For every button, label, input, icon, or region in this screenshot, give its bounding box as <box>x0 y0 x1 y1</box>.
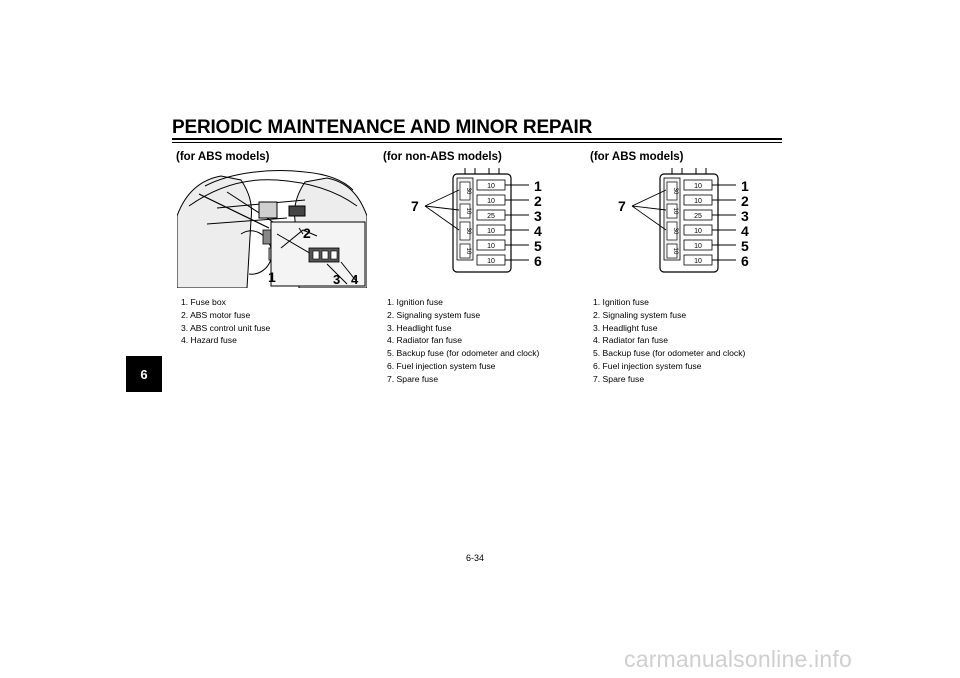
figure1-callout-3: 3 <box>333 272 340 287</box>
legend-list-abs-fusebox: 1. Ignition fuse 2. Signaling system fus… <box>593 296 745 386</box>
legend-item: 1. Ignition fuse <box>593 297 649 307</box>
fuse-callout-3: 3 <box>741 208 749 224</box>
fuse-callout-1: 1 <box>741 178 749 194</box>
spare-fuse-rating: 30 <box>465 228 471 235</box>
fuse-rating-4: 10 <box>487 228 495 235</box>
legend-item: 5. Backup fuse (for odometer and clock) <box>593 348 746 359</box>
fuse-callout-7: 7 <box>618 198 626 214</box>
fuse-callout-5: 5 <box>741 238 749 254</box>
fuse-rating-2: 10 <box>487 198 495 205</box>
chapter-tab[interactable]: 6 <box>126 356 162 392</box>
fuse-rating-4: 10 <box>694 228 702 235</box>
column-heading-abs-location: (for ABS models) <box>176 151 270 163</box>
page-number: 6-34 <box>466 553 485 563</box>
spare-fuse-rating: 10 <box>672 208 678 215</box>
figure1-callout-2: 2 <box>303 225 311 241</box>
legend-item: 7. Spare fuse <box>593 373 645 384</box>
fuse-rating-3: 25 <box>487 213 495 220</box>
fuse-callout-2: 2 <box>741 193 749 209</box>
figure1-callout-4: 4 <box>351 272 359 287</box>
fuse-callout-2: 2 <box>534 193 542 209</box>
fuse-callout-4: 4 <box>741 223 749 239</box>
fuse-callout-5: 5 <box>534 238 542 254</box>
spare-fuse-rating: 10 <box>465 248 471 255</box>
fuse-callout-6: 6 <box>741 253 749 269</box>
fuse-box-diagram-non-abs: 30 10 30 10 10 10 25 10 10 10 1 2 3 4 5 … <box>411 168 542 273</box>
fuse-rating-6: 10 <box>487 258 495 265</box>
legend-item: 2. Signaling system fuse <box>593 309 687 320</box>
header-rule <box>172 138 782 140</box>
spare-fuse-rating: 30 <box>672 228 678 235</box>
legend-item: 1. Ignition fuse <box>387 297 443 307</box>
legend-item: 1. Fuse box <box>181 297 226 307</box>
legend-item: 2. Signaling system fuse <box>387 309 481 320</box>
legend-list-non-abs: 1. Ignition fuse 2. Signaling system fus… <box>387 296 539 386</box>
legend-item: 3. Headlight fuse <box>387 322 452 333</box>
fuse-rating-5: 10 <box>694 243 702 250</box>
fuse-rating-5: 10 <box>487 243 495 250</box>
column-heading-non-abs: (for non-ABS models) <box>383 151 502 163</box>
fuse-callout-6: 6 <box>534 253 542 269</box>
fuse-callout-7: 7 <box>411 198 419 214</box>
fuse-callout-3: 3 <box>534 208 542 224</box>
legend-item: 7. Spare fuse <box>387 373 439 384</box>
spare-fuse-rating: 30 <box>672 188 678 195</box>
legend-item: 6. Fuel injection system fuse <box>387 360 496 371</box>
legend-item: 4. Radiator fan fuse <box>593 335 669 346</box>
fuse-rating-1: 10 <box>694 183 702 190</box>
legend-item: 3. Headlight fuse <box>593 322 658 333</box>
legend-list-abs-location: 1. Fuse box 2. ABS motor fuse 3. ABS con… <box>181 296 270 347</box>
legend-item: 2. ABS motor fuse <box>181 309 251 320</box>
fuse-callout-4: 4 <box>534 223 542 239</box>
fuse-rating-2: 10 <box>694 198 702 205</box>
fuse-rating-6: 10 <box>694 258 702 265</box>
legend-item: 6. Fuel injection system fuse <box>593 360 702 371</box>
spare-fuse-rating: 10 <box>672 248 678 255</box>
legend-item: 3. ABS control unit fuse <box>181 322 271 333</box>
fuse-box-location-illustration: 2 1 3 4 <box>177 164 367 288</box>
watermark[interactable]: carmanualsonline.info <box>624 646 852 672</box>
figure1-callout-1: 1 <box>268 269 276 285</box>
header-rule-thin <box>172 142 782 143</box>
fuse-box-diagram-abs: 30 10 30 10 10 10 25 10 10 10 1 2 3 4 5 … <box>618 168 749 273</box>
legend-item: 4. Radiator fan fuse <box>387 335 463 346</box>
legend-item: 5. Backup fuse (for odometer and clock) <box>387 348 540 359</box>
legend-item: 4. Hazard fuse <box>181 335 237 346</box>
column-heading-abs-fusebox: (for ABS models) <box>590 151 684 163</box>
spare-fuse-rating: 30 <box>465 188 471 195</box>
fuse-rating-1: 10 <box>487 183 495 190</box>
page-title: PERIODIC MAINTENANCE AND MINOR REPAIR <box>172 117 593 138</box>
fuse-callout-1: 1 <box>534 178 542 194</box>
fuse-rating-3: 25 <box>694 213 702 220</box>
spare-fuse-rating: 10 <box>465 208 471 215</box>
